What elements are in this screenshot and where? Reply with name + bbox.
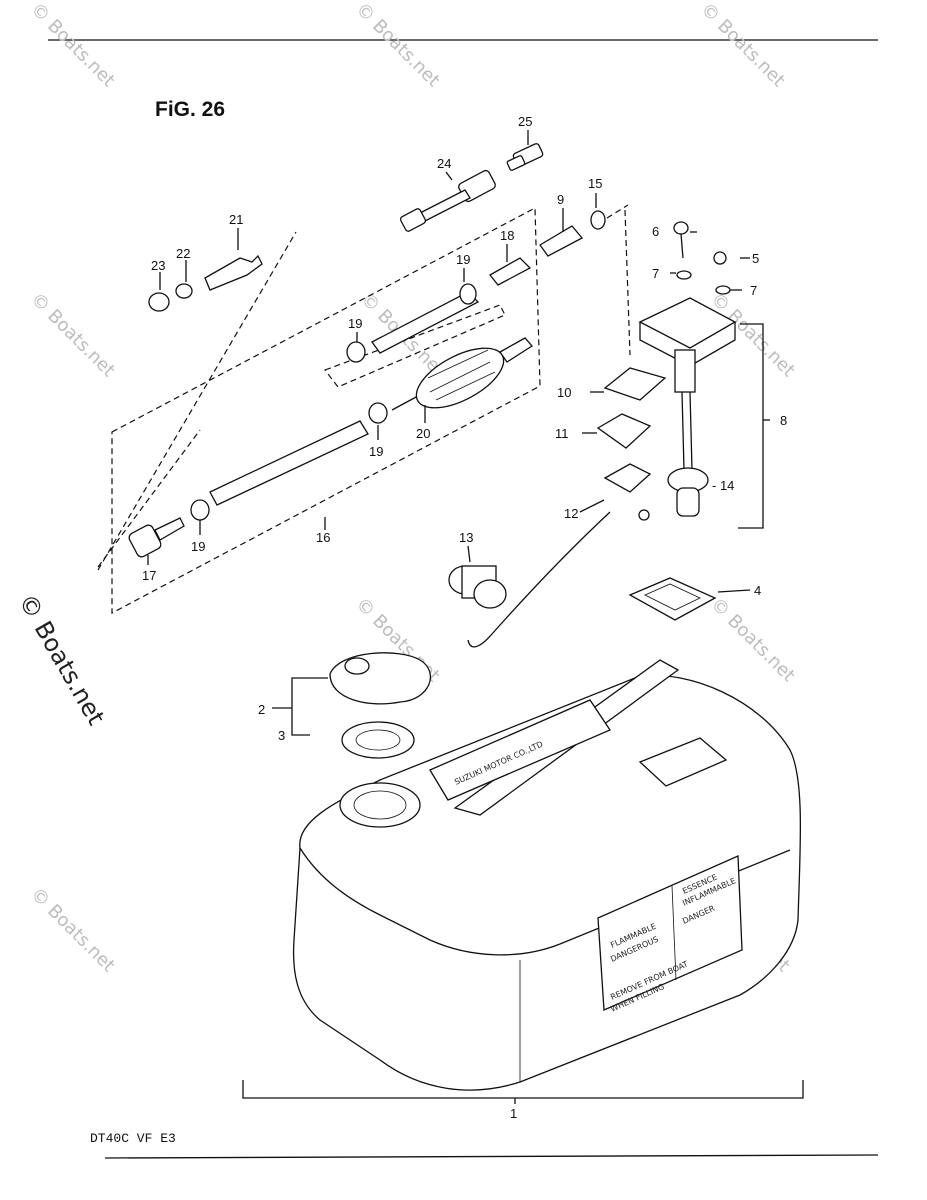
callout-14: - 14 xyxy=(712,478,734,493)
callout-9: 9 xyxy=(557,192,564,207)
connector-17 xyxy=(128,517,185,558)
fuel-hoses xyxy=(190,283,480,521)
callout-23: 23 xyxy=(151,258,165,273)
fitting-25 xyxy=(506,143,544,171)
callout-2: 2 xyxy=(258,702,265,717)
callout-11: 11 xyxy=(555,426,569,441)
cap-2-gasket-3 xyxy=(329,652,431,759)
callout-12: 12 xyxy=(564,506,578,521)
callout-4: 4 xyxy=(754,583,761,598)
callout-22: 22 xyxy=(176,246,190,261)
callout-20: 20 xyxy=(416,426,430,441)
fuel-tank-1: FLAMMABLE DANGEROUS REMOVE FROM BOAT WHE… xyxy=(292,659,802,1091)
callout-7a: 7 xyxy=(652,266,659,281)
callout-1: 1 xyxy=(510,1106,517,1121)
fittings-21-23 xyxy=(148,254,263,312)
watermark: © Boats.net xyxy=(706,289,798,381)
hose-assembly-outline xyxy=(111,207,541,614)
callout-labels: 1 2 3 4 5 6 7 7 8 9 10 11 12 13 - 14 15 … xyxy=(142,114,787,1121)
model-code: DT40C VF E3 xyxy=(90,1131,176,1146)
callout-6: 6 xyxy=(652,224,659,239)
cap-assembly-dash-top xyxy=(606,204,629,219)
inner-outline xyxy=(324,304,506,388)
callout-19: 19 xyxy=(369,444,383,459)
callout-10: 10 xyxy=(557,385,571,400)
callout-8: 8 xyxy=(780,413,787,428)
callout-17: 17 xyxy=(142,568,156,583)
callout-24: 24 xyxy=(437,156,451,171)
callout-25: 25 xyxy=(518,114,532,129)
watermark: © Boats.net xyxy=(696,0,788,91)
connector-24 xyxy=(399,169,496,232)
cap-assembly-dash xyxy=(624,209,631,356)
callout-18: 18 xyxy=(500,228,514,243)
gauge-assembly xyxy=(467,221,737,648)
callout-21: 21 xyxy=(229,212,243,227)
watermark: © Boats.net xyxy=(706,594,798,686)
callout-19: 19 xyxy=(348,316,362,331)
filter-13 xyxy=(448,565,507,609)
callout-5: 5 xyxy=(752,251,759,266)
callout-3: 3 xyxy=(278,728,285,743)
assembly-outlines xyxy=(97,204,631,614)
watermark: © Boats.net xyxy=(26,0,118,91)
watermark: © Boats.net xyxy=(26,289,118,381)
figure-title: FiG. 26 xyxy=(155,98,225,121)
diag-dash-2 xyxy=(97,429,201,568)
callout-16: 16 xyxy=(316,530,330,545)
callout-7b: 7 xyxy=(750,283,757,298)
watermark: © Boats.net xyxy=(351,0,443,91)
callout-19: 19 xyxy=(191,539,205,554)
callout-19: 19 xyxy=(456,252,470,267)
fittings-18-9-15 xyxy=(489,210,606,286)
bottom-rule xyxy=(104,1154,879,1159)
primer-bulb-20 xyxy=(391,337,533,411)
diag-dash-1 xyxy=(97,231,297,571)
side-watermark: © Boats.net xyxy=(13,589,110,730)
callout-13: 13 xyxy=(459,530,473,545)
callout-15: 15 xyxy=(588,176,602,191)
watermark: © Boats.net xyxy=(26,884,118,976)
leader-lines xyxy=(147,130,804,1104)
